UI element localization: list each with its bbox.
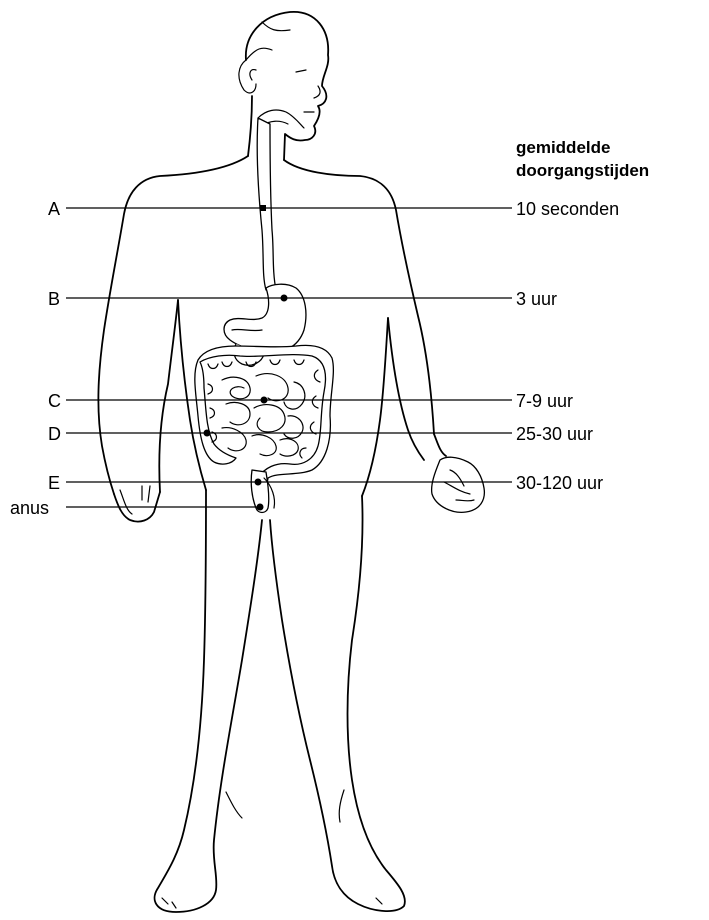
digestive-tract xyxy=(195,110,334,513)
marker-E xyxy=(255,479,262,486)
marker-anus xyxy=(257,504,264,511)
header-line2: doorgangstijden xyxy=(516,161,649,180)
time-B: 3 uur xyxy=(516,289,557,309)
label-E: E xyxy=(48,473,60,493)
label-C: C xyxy=(48,391,61,411)
time-D: 25-30 uur xyxy=(516,424,593,444)
labels-right: gemiddelde doorgangstijden 10 seconden 3… xyxy=(516,138,649,493)
labels-left: A B C D E anus xyxy=(10,199,61,518)
marker-A xyxy=(260,205,266,211)
marker-B xyxy=(281,295,288,302)
body-outline xyxy=(98,12,484,912)
label-B: B xyxy=(48,289,60,309)
label-A: A xyxy=(48,199,60,219)
time-E: 30-120 uur xyxy=(516,473,603,493)
header-line1: gemiddelde xyxy=(516,138,610,157)
label-anus: anus xyxy=(10,498,49,518)
label-D: D xyxy=(48,424,61,444)
time-C: 7-9 uur xyxy=(516,391,573,411)
marker-C xyxy=(261,397,268,404)
time-A: 10 seconden xyxy=(516,199,619,219)
marker-D xyxy=(204,430,211,437)
